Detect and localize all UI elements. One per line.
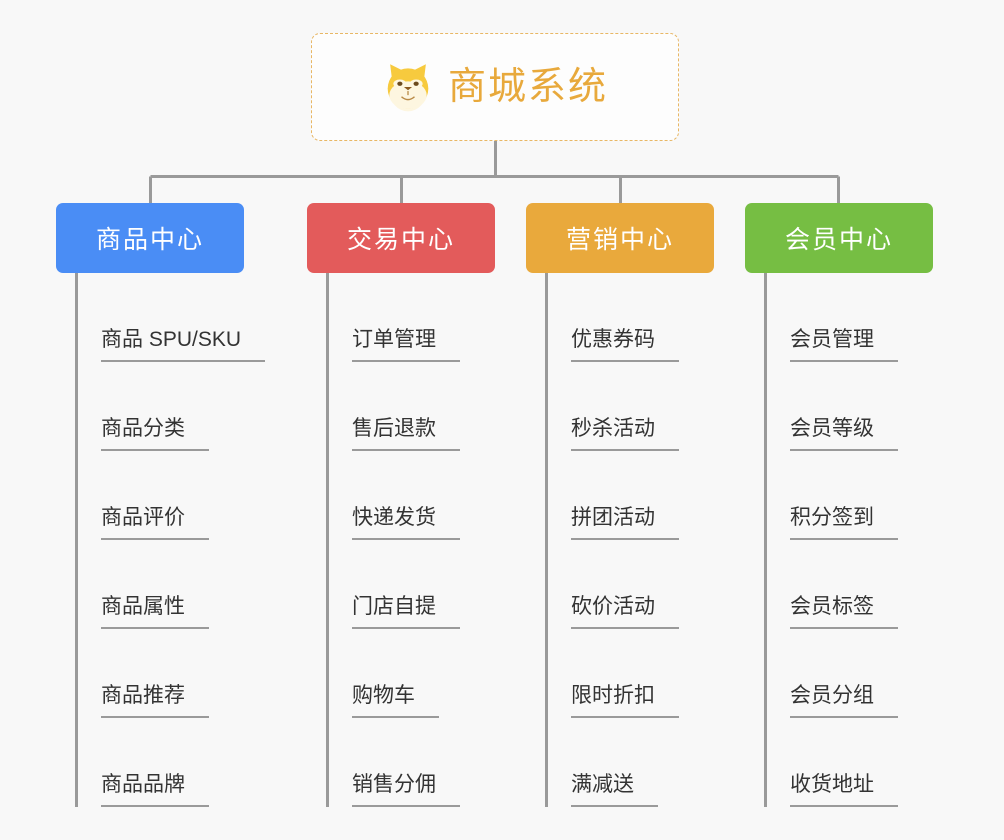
list-item[interactable]: 商品 SPU/SKU (56, 273, 266, 362)
category-column-trade: 交易中心 订单管理 售后退款 快递发货 门店自提 购物车 销售分佣 (307, 203, 497, 807)
category-header-label: 营销中心 (565, 226, 674, 254)
root-title: 商城系统 (447, 66, 608, 108)
list-item-label: 商品属性 (101, 595, 209, 629)
list-item[interactable]: 积分签到 (745, 451, 935, 540)
column-trunk-line (545, 273, 548, 807)
list-item[interactable]: 门店自提 (307, 540, 497, 629)
category-header-product[interactable]: 商品中心 (56, 203, 244, 273)
category-header-trade[interactable]: 交易中心 (307, 203, 495, 273)
list-item[interactable]: 快递发货 (307, 451, 497, 540)
column-trunk-line (75, 273, 78, 807)
list-item[interactable]: 拼团活动 (526, 451, 716, 540)
root-node-card[interactable]: 商城系统 (311, 33, 679, 141)
category-header-marketing[interactable]: 营销中心 (526, 203, 714, 273)
list-item-label: 限时折扣 (571, 684, 679, 718)
column-trunk-line (764, 273, 767, 807)
list-item[interactable]: 商品推荐 (56, 629, 246, 718)
list-item[interactable]: 售后退款 (307, 362, 497, 451)
list-item-label: 积分签到 (790, 506, 898, 540)
list-item-label: 拼团活动 (571, 506, 679, 540)
category-items-marketing: 优惠券码 秒杀活动 拼团活动 砍价活动 限时折扣 满减送 (526, 273, 716, 807)
list-item[interactable]: 商品分类 (56, 362, 246, 451)
list-item[interactable]: 会员分组 (745, 629, 935, 718)
list-item[interactable]: 会员标签 (745, 540, 935, 629)
list-item[interactable]: 销售分佣 (307, 718, 497, 807)
list-item[interactable]: 会员管理 (745, 273, 935, 362)
list-item-label: 会员分组 (790, 684, 898, 718)
list-item-label: 商品品牌 (101, 773, 209, 807)
list-item-label: 订单管理 (352, 328, 460, 362)
list-item[interactable]: 收货地址 (745, 718, 935, 807)
category-items-member: 会员管理 会员等级 积分签到 会员标签 会员分组 收货地址 (745, 273, 935, 807)
category-header-label: 商品中心 (95, 226, 204, 254)
list-item[interactable]: 优惠券码 (526, 273, 716, 362)
category-items-product: 商品 SPU/SKU 商品分类 商品评价 商品属性 商品推荐 商品品牌 (56, 273, 266, 807)
list-item-label: 商品分类 (101, 417, 209, 451)
list-item-label: 满减送 (571, 773, 658, 807)
category-header-label: 会员中心 (784, 226, 893, 254)
category-column-marketing: 营销中心 优惠券码 秒杀活动 拼团活动 砍价活动 限时折扣 满减送 (526, 203, 716, 807)
list-item-label: 购物车 (352, 684, 439, 718)
list-item[interactable]: 商品评价 (56, 451, 246, 540)
list-item-label: 销售分佣 (352, 773, 460, 807)
list-item-label: 会员等级 (790, 417, 898, 451)
list-item[interactable]: 砍价活动 (526, 540, 716, 629)
list-item-label: 会员标签 (790, 595, 898, 629)
list-item-label: 商品推荐 (101, 684, 209, 718)
list-item-label: 快递发货 (352, 506, 460, 540)
list-item-label: 秒杀活动 (571, 417, 679, 451)
list-item-label: 商品 SPU/SKU (101, 328, 266, 362)
list-item-label: 商品评价 (101, 506, 209, 540)
list-item[interactable]: 商品属性 (56, 540, 246, 629)
list-item-label: 会员管理 (790, 328, 898, 362)
list-item[interactable]: 订单管理 (307, 273, 497, 362)
category-header-label: 交易中心 (346, 226, 455, 254)
list-item-label: 优惠券码 (571, 328, 679, 362)
category-column-member: 会员中心 会员管理 会员等级 积分签到 会员标签 会员分组 收货地址 (745, 203, 935, 807)
list-item[interactable]: 会员等级 (745, 362, 935, 451)
category-column-product: 商品中心 商品 SPU/SKU 商品分类 商品评价 商品属性 商品推荐 商品品牌 (56, 203, 266, 807)
list-item-label: 砍价活动 (571, 595, 679, 629)
list-item[interactable]: 满减送 (526, 718, 716, 807)
list-item[interactable]: 秒杀活动 (526, 362, 716, 451)
list-item-label: 收货地址 (790, 773, 898, 807)
list-item-label: 售后退款 (352, 417, 460, 451)
list-item[interactable]: 购物车 (307, 629, 497, 718)
shiba-dog-face-icon (382, 61, 434, 113)
list-item[interactable]: 限时折扣 (526, 629, 716, 718)
category-items-trade: 订单管理 售后退款 快递发货 门店自提 购物车 销售分佣 (307, 273, 497, 807)
category-header-member[interactable]: 会员中心 (745, 203, 933, 273)
column-trunk-line (326, 273, 329, 807)
list-item-label: 门店自提 (352, 595, 460, 629)
list-item[interactable]: 商品品牌 (56, 718, 246, 807)
